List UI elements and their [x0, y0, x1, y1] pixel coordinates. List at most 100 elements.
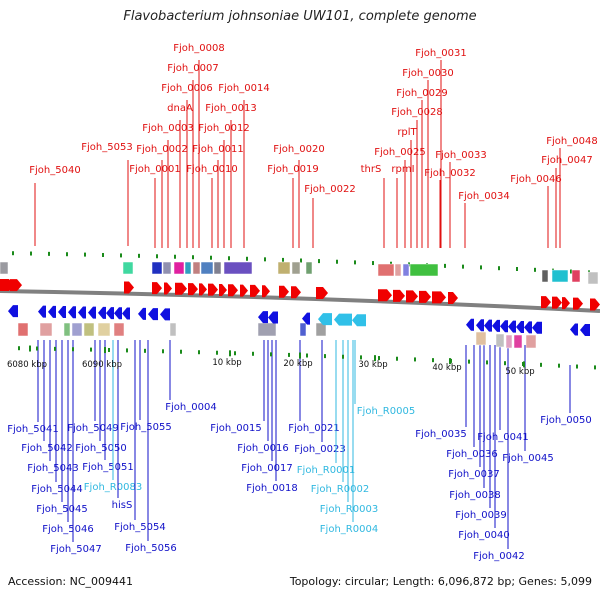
reverse-gene-arrow[interactable] — [106, 307, 114, 320]
forward-gene-arrow[interactable] — [124, 281, 134, 294]
gene-label-thrs[interactable]: thrS — [361, 164, 382, 175]
reverse-gene-arrow[interactable] — [8, 305, 18, 318]
forward-gene-arrow[interactable] — [164, 282, 172, 295]
reverse-gene-arrow[interactable] — [484, 319, 492, 332]
gene-label-fjoh-r0003[interactable]: Fjoh_R0003 — [320, 504, 378, 515]
gene-label-fjoh-0002[interactable]: Fjoh_0002 — [136, 144, 187, 155]
feature-block[interactable] — [223, 261, 253, 275]
forward-gene-arrow[interactable] — [262, 285, 270, 298]
gene-label-fjoh-0034[interactable]: Fjoh_0034 — [458, 191, 509, 202]
gene-label-fjoh-0006[interactable]: Fjoh_0006 — [161, 83, 212, 94]
gene-label-fjoh-r0083[interactable]: Fjoh_R0083 — [84, 482, 142, 493]
reverse-gene-arrow[interactable] — [122, 307, 130, 320]
forward-gene-arrow[interactable] — [291, 286, 301, 299]
reverse-gene-arrow[interactable] — [302, 312, 310, 325]
forward-gene-arrow[interactable] — [10, 279, 22, 292]
forward-gene-arrow[interactable] — [552, 296, 562, 309]
feature-block[interactable] — [571, 269, 581, 283]
reverse-gene-arrow[interactable] — [524, 321, 532, 334]
gene-label-fjoh-5041[interactable]: Fjoh_5041 — [7, 424, 58, 435]
feature-block[interactable] — [122, 261, 134, 275]
gene-label-fjoh-0025[interactable]: Fjoh_0025 — [374, 147, 425, 158]
feature-block[interactable] — [113, 322, 125, 337]
forward-gene-arrow[interactable] — [378, 289, 392, 302]
gene-label-fjoh-0022[interactable]: Fjoh_0022 — [304, 184, 355, 195]
gene-label-fjoh-0010[interactable]: Fjoh_0010 — [186, 164, 237, 175]
feature-block[interactable] — [551, 269, 569, 283]
feature-block[interactable] — [39, 322, 53, 337]
gene-label-fjoh-r0002[interactable]: Fjoh_R0002 — [311, 484, 369, 495]
gene-label-fjoh-0015[interactable]: Fjoh_0015 — [210, 423, 261, 434]
reverse-gene-arrow[interactable] — [268, 311, 278, 324]
gene-label-fjoh-0007[interactable]: Fjoh_0007 — [167, 63, 218, 74]
forward-gene-arrow[interactable] — [448, 292, 458, 305]
feature-block[interactable] — [377, 263, 395, 277]
feature-block[interactable] — [200, 261, 214, 275]
gene-label-fjoh-0041[interactable]: Fjoh_0041 — [477, 432, 528, 443]
gene-label-fjoh-0008[interactable]: Fjoh_0008 — [173, 43, 224, 54]
forward-gene-arrow[interactable] — [228, 284, 238, 297]
gene-label-fjoh-0012[interactable]: Fjoh_0012 — [198, 123, 249, 134]
forward-gene-arrow[interactable] — [240, 284, 248, 297]
feature-block[interactable] — [475, 331, 487, 346]
gene-label-fjoh-0028[interactable]: Fjoh_0028 — [391, 107, 442, 118]
reverse-gene-arrow[interactable] — [476, 319, 484, 332]
reverse-gene-arrow[interactable] — [258, 311, 268, 324]
feature-block[interactable] — [71, 322, 83, 337]
feature-block[interactable] — [169, 322, 177, 337]
feature-block[interactable] — [173, 261, 185, 275]
gene-label-fjoh-r0005[interactable]: Fjoh_R0005 — [357, 406, 415, 417]
feature-block[interactable] — [305, 261, 313, 275]
feature-block[interactable] — [162, 261, 172, 275]
gene-label-fjoh-0040[interactable]: Fjoh_0040 — [458, 530, 509, 541]
gene-label-fjoh-0048[interactable]: Fjoh_0048 — [546, 136, 597, 147]
gene-label-fjoh-0047[interactable]: Fjoh_0047 — [541, 155, 592, 166]
reverse-gene-arrow[interactable] — [88, 306, 96, 319]
gene-label-fjoh-0037[interactable]: Fjoh_0037 — [448, 469, 499, 480]
gene-label-fjoh-5046[interactable]: Fjoh_5046 — [42, 524, 93, 535]
reverse-gene-arrow[interactable] — [508, 320, 516, 333]
gene-label-fjoh-0014[interactable]: Fjoh_0014 — [218, 83, 269, 94]
forward-gene-arrow[interactable] — [250, 284, 260, 297]
gene-label-dnaa[interactable]: dnaA — [167, 103, 193, 114]
forward-gene-arrow[interactable] — [573, 297, 583, 310]
feature-block[interactable] — [192, 261, 201, 275]
reverse-gene-arrow[interactable] — [516, 320, 524, 333]
feature-block[interactable] — [505, 334, 513, 349]
reverse-gene-arrow[interactable] — [492, 319, 500, 332]
reverse-gene-arrow[interactable] — [68, 306, 76, 319]
gene-label-rplt[interactable]: rplT — [397, 127, 417, 138]
reverse-gene-arrow[interactable] — [532, 321, 542, 334]
forward-gene-arrow[interactable] — [199, 283, 207, 296]
gene-label-fjoh-5053[interactable]: Fjoh_5053 — [81, 142, 132, 153]
forward-gene-arrow[interactable] — [175, 282, 187, 295]
feature-block[interactable] — [257, 322, 277, 337]
gene-label-fjoh-0018[interactable]: Fjoh_0018 — [246, 483, 297, 494]
gene-label-fjoh-5044[interactable]: Fjoh_5044 — [31, 484, 82, 495]
feature-block[interactable] — [394, 263, 402, 277]
feature-block[interactable] — [184, 261, 192, 275]
forward-gene-arrow[interactable] — [562, 297, 570, 310]
gene-label-fjoh-0003[interactable]: Fjoh_0003 — [142, 123, 193, 134]
feature-block[interactable] — [151, 261, 163, 275]
gene-label-fjoh-0038[interactable]: Fjoh_0038 — [449, 490, 500, 501]
forward-gene-arrow[interactable] — [393, 289, 405, 302]
gene-label-fjoh-0001[interactable]: Fjoh_0001 — [129, 164, 180, 175]
gene-label-fjoh-0016[interactable]: Fjoh_0016 — [237, 443, 288, 454]
reverse-gene-arrow[interactable] — [138, 307, 146, 320]
gene-label-fjoh-0029[interactable]: Fjoh_0029 — [396, 88, 447, 99]
gene-label-fjoh-0042[interactable]: Fjoh_0042 — [473, 551, 524, 562]
feature-block[interactable] — [541, 269, 549, 283]
forward-gene-arrow[interactable] — [419, 290, 431, 303]
forward-gene-arrow[interactable] — [432, 291, 446, 304]
feature-block[interactable] — [299, 322, 307, 337]
gene-label-fjoh-0011[interactable]: Fjoh_0011 — [192, 144, 243, 155]
feature-block[interactable] — [97, 322, 111, 337]
reverse-gene-arrow[interactable] — [114, 307, 122, 320]
gene-label-fjoh-5056[interactable]: Fjoh_5056 — [125, 543, 176, 554]
reverse-gene-arrow[interactable] — [580, 324, 590, 337]
feature-block[interactable] — [17, 322, 29, 337]
gene-label-fjoh-0035[interactable]: Fjoh_0035 — [415, 429, 466, 440]
gene-label-fjoh-5054[interactable]: Fjoh_5054 — [114, 522, 165, 533]
forward-gene-arrow[interactable] — [316, 287, 328, 300]
